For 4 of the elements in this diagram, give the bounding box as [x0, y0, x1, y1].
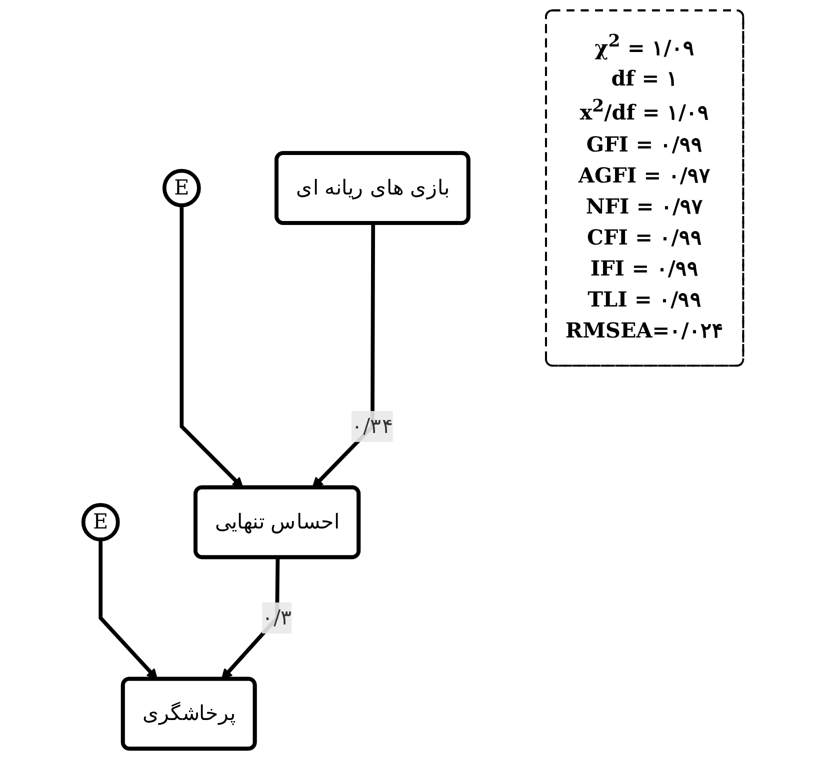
edge-label: ۰/۳: [262, 605, 292, 630]
node-circle: E: [81, 503, 120, 542]
node-circle: E: [162, 168, 201, 208]
edge-label: ۰/۳۴: [351, 414, 394, 438]
